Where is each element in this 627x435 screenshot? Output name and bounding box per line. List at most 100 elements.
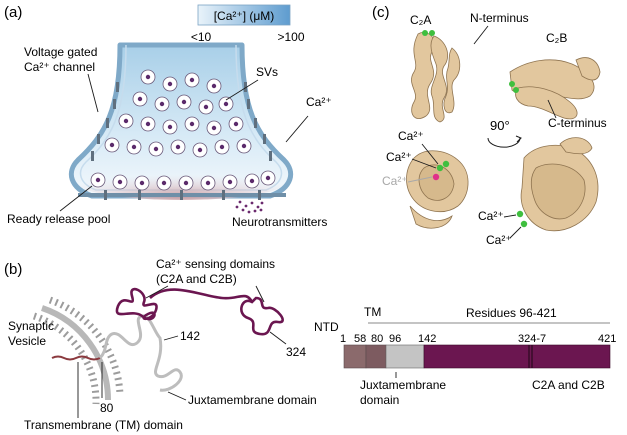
ca-ion-label-5: Ca²⁺ [486,233,512,247]
channel [116,82,119,92]
domain-architecture-bar: Residues 96-421 NTD TM 1 58 80 96 142 32… [314,305,616,407]
tick-label: 142 [418,333,436,345]
vesicle-label-line2: Vesicle [8,334,46,348]
calcium-ion [516,210,524,218]
voltage-gated-channels [91,82,272,200]
c2b-structure-top [509,57,601,120]
tick-label: 1 [340,333,346,345]
vesicle-label-line1: Synaptic [8,319,54,333]
sensing-pointer-c2b [255,285,265,303]
rotation-arrowhead [515,135,522,143]
ca-pointer [285,115,309,143]
c-terminus-label: C-terminus [548,116,607,130]
ntd-segment [343,344,367,369]
ca-ion-pointer-5 [509,226,522,239]
calcium-ion-magenta [432,173,440,181]
tick-label: 324-7 [518,333,546,345]
juxtamembrane-label: Juxtamembrane domain [188,393,317,407]
rotation-arc [487,137,521,148]
svs-label: SVs [256,65,278,79]
ca-label: Ca²⁺ [306,95,332,109]
synaptic-vesicle-bilayer [32,296,124,405]
n-terminus-pointer [473,25,489,45]
c2a-structure-bottom [406,150,469,229]
bar-c2-label: C2A and C2B [532,378,605,392]
panel-a-label: (a) [4,4,22,21]
ca-ion-pointer-1 [421,143,439,165]
transmembrane-helix [51,355,101,361]
calcium-ion [422,30,428,36]
c2-segment [423,344,611,369]
panel-c: (c) C₂A N-terminus C₂B C-terminus 90° [372,4,607,247]
panel-a: (a) [Ca²⁺] (μM) <10 >100 [4,4,332,229]
channel [113,99,116,109]
panel-b: (b) Synaptic Vesicle Ca²⁺ sensing domain… [4,257,317,432]
channel [258,190,261,200]
channel-label-line2: Ca²⁺ channel [24,60,95,74]
c2b-domain [240,296,284,336]
calcium-ion [520,220,528,228]
tick-label: 421 [598,333,616,345]
scale-title: [Ca²⁺] (μM) [214,9,275,23]
ca-ion-label-2: Ca²⁺ [386,150,412,164]
sensing-label-line2: (C2A and C2B) [156,272,237,286]
ready-release-pool-label: Ready release pool [7,212,110,226]
panel-c-label: (c) [372,4,390,21]
channel-pointer [87,73,99,113]
c2b-structure-bottom [520,137,599,232]
channel [138,190,141,200]
channel-label-line1: Voltage gated [24,45,97,59]
n-terminus-label: N-terminus [470,11,529,25]
released-neurotransmitters [235,200,264,214]
panel-b-label: (b) [4,261,22,278]
channel [180,190,183,200]
residue-80-label: 80 [100,401,114,415]
juxtamembrane-pointer [167,391,187,401]
bar-juxta-label-line1: Juxtamembrane [360,378,446,392]
c2a-structure-top [411,32,461,123]
ca-ion-label-1: Ca²⁺ [398,129,424,143]
juxtamembrane-linker [98,314,183,392]
c2a-domain [115,287,158,321]
ca-concentration-scale [197,4,291,26]
tm-segment [365,344,387,369]
svs-pointer [225,79,259,101]
channel [106,118,109,128]
channel [263,134,266,144]
tick-label: 80 [371,333,383,345]
channel [104,190,107,200]
channel [254,118,257,128]
residue-142-pointer [163,335,179,341]
bilayer-outer-heads [48,296,124,396]
juxtamembrane-segment [385,344,425,369]
residues-label: Residues 96-421 [466,306,557,320]
c-terminus-pointer [547,99,557,119]
tick-label: 58 [354,333,366,345]
calcium-ion [429,30,435,36]
scale-low-label: <10 [191,30,212,44]
channel [91,151,94,161]
channel [244,82,247,92]
rotation-angle-label: 90° [490,118,510,133]
ca-ion-pointer-4 [503,214,517,218]
sensing-pointer-c2a [145,285,169,299]
c2-linker [149,288,254,303]
calcium-ion [513,87,519,93]
ca-ion-label-4: Ca²⁺ [478,209,504,223]
residue-324-pointer [269,331,287,345]
residue-142-label: 142 [180,329,200,343]
bar-juxta-label-line2: domain [360,393,399,407]
residue-324-label: 324 [286,345,306,359]
tm-label: TM [364,305,381,319]
sensing-label-line1: Ca²⁺ sensing domains [156,257,275,271]
ca-ion-pointer-2 [411,158,437,169]
bilayer-tails [41,305,112,401]
ca-ion-label-3: Ca²⁺ [382,174,408,188]
ca-ion-pointer-3 [407,176,433,183]
calcium-ion [509,81,515,87]
neurotransmitters-label: Neurotransmitters [232,215,327,229]
vesicle-contents [95,74,271,186]
tm-domain-label: Transmembrane (TM) domain [24,418,183,432]
